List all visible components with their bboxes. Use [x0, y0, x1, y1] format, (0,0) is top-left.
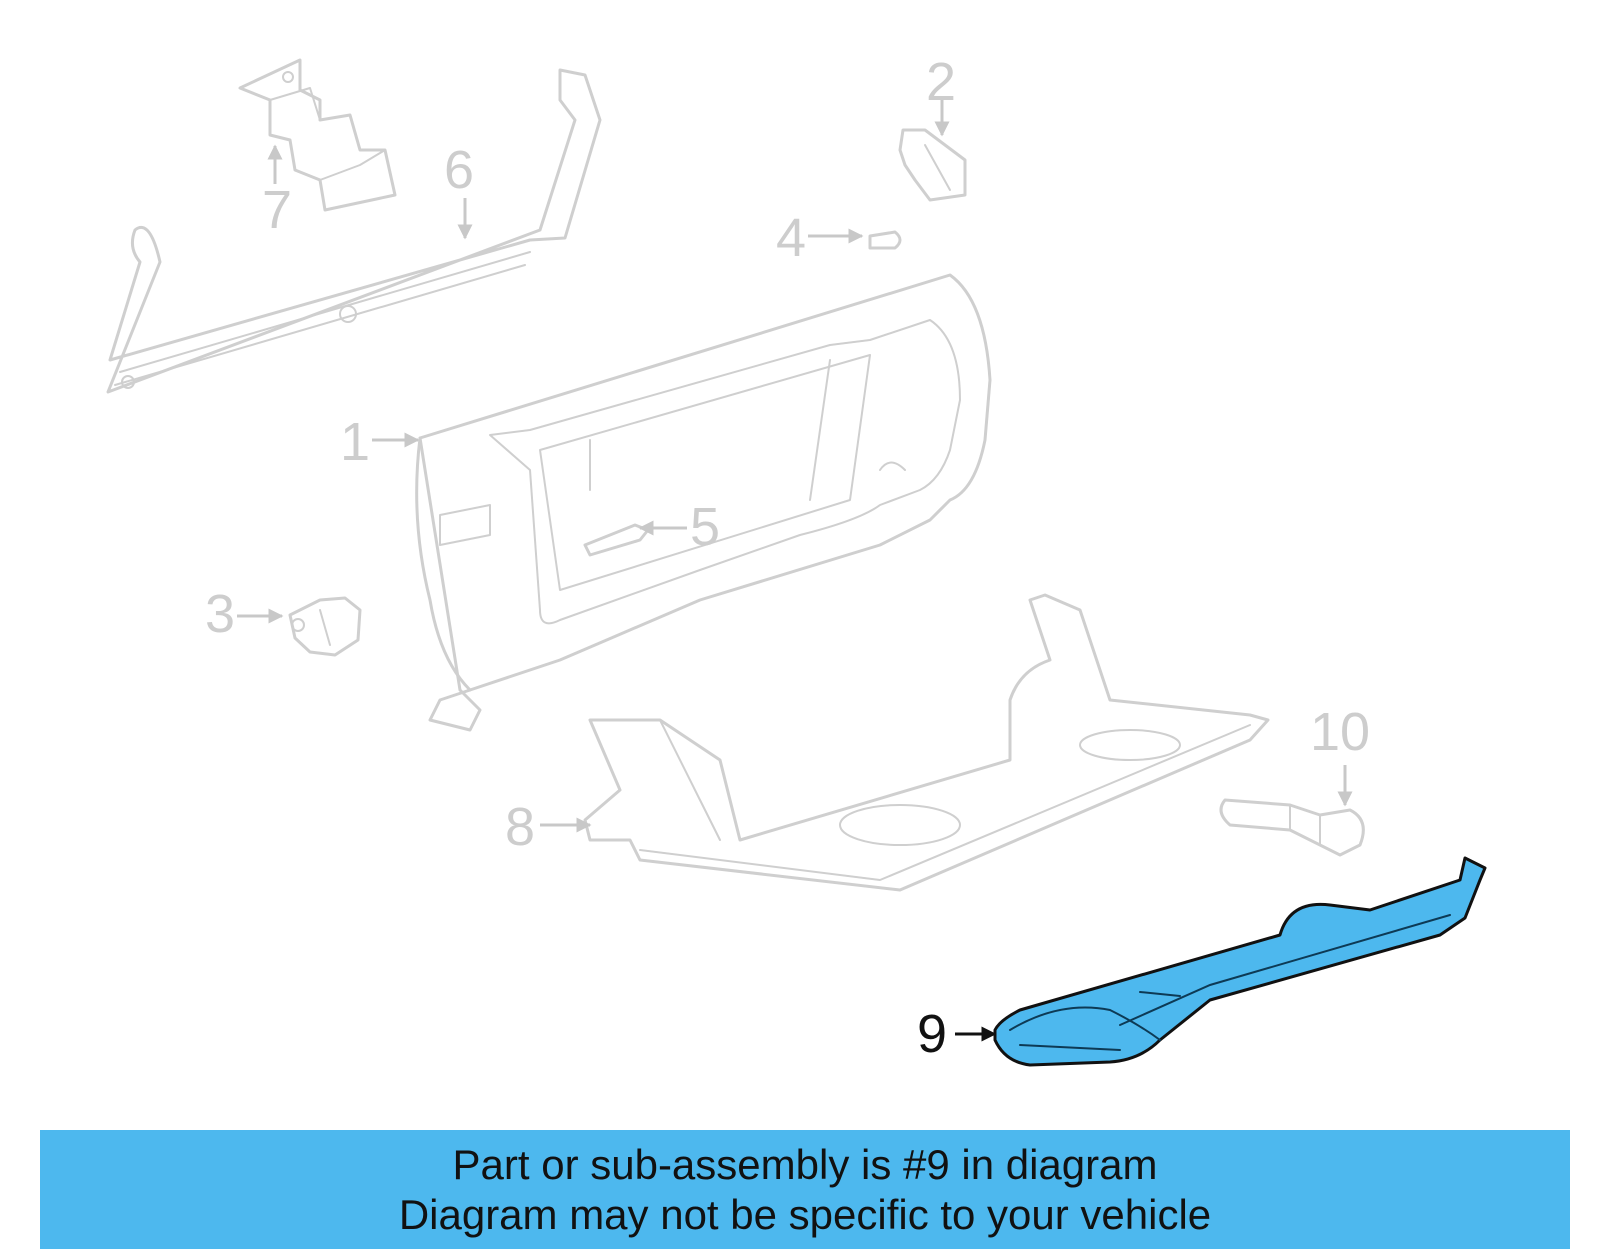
callout-8: 8	[505, 797, 535, 857]
callout-arrows	[237, 100, 1353, 1042]
callout-6: 6	[444, 140, 474, 200]
part-6-support-bar	[106, 68, 602, 394]
callout-2: 2	[926, 52, 956, 112]
info-banner: Part or sub-assembly is #9 in diagram Di…	[40, 1130, 1570, 1249]
callout-9: 9	[917, 1004, 947, 1064]
callout-1: 1	[340, 412, 370, 472]
part-3-damper	[288, 596, 362, 657]
part-1-glovebox-door	[415, 273, 992, 732]
part-5-pin	[583, 523, 650, 557]
part-10-fastener	[1219, 798, 1365, 857]
part-8-lower-panel	[583, 593, 1270, 892]
callout-3: 3	[205, 584, 235, 644]
part-9-trim-highlighted	[993, 856, 1487, 1067]
callout-4: 4	[776, 208, 806, 268]
part-7-bracket	[238, 58, 397, 212]
callout-5: 5	[690, 497, 720, 557]
banner-line-disclaimer: Diagram may not be specific to your vehi…	[398, 1190, 1212, 1238]
part-4-bulb	[868, 230, 902, 250]
banner-line-part-info: Part or sub-assembly is #9 in diagram	[452, 1140, 1158, 1188]
parts-diagram: 6 7 2 4 1 5 3 8 10 9	[106, 52, 1487, 1067]
callout-7: 7	[262, 180, 292, 240]
part-2-clip	[898, 128, 967, 202]
callout-10: 10	[1310, 702, 1370, 762]
